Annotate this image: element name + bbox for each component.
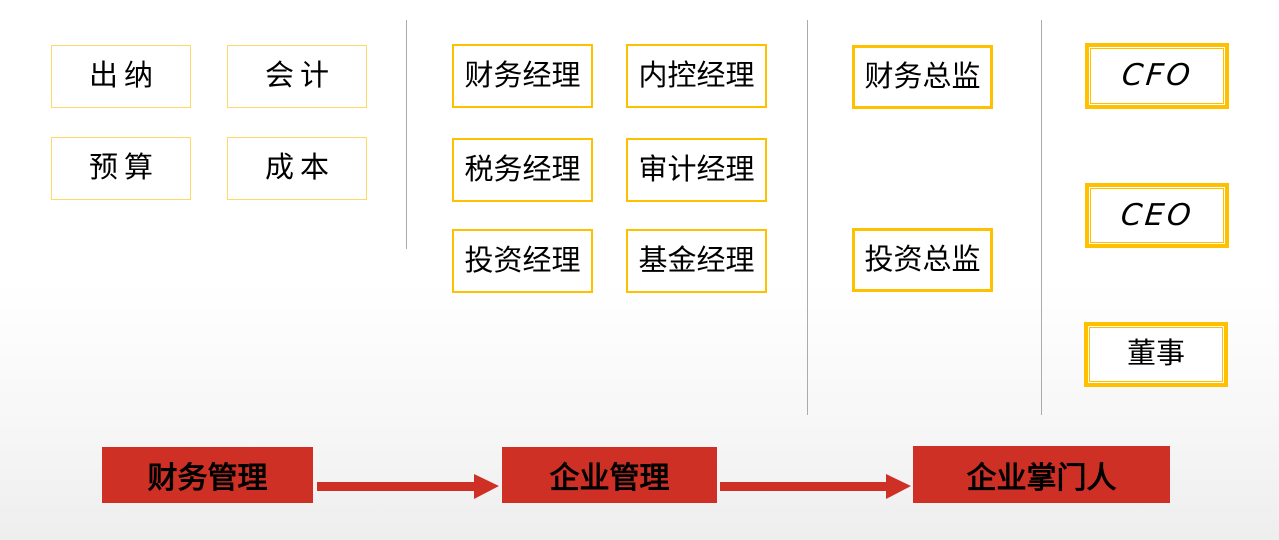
flow-stage-enterprise-management: 企业管理 <box>502 447 717 503</box>
role-box-cashier: 出纳 <box>51 45 191 108</box>
role-box-accountant: 会计 <box>227 45 367 108</box>
role-box-finance-director: 财务总监 <box>852 45 993 109</box>
flow-stage-enterprise-leader: 企业掌门人 <box>913 446 1170 503</box>
arrow-shaft <box>317 482 476 491</box>
role-box-investment-manager: 投资经理 <box>452 229 593 293</box>
role-box-board-director: 董事 <box>1084 322 1228 387</box>
role-box-fund-manager: 基金经理 <box>626 229 767 293</box>
role-label: 内控经理 <box>638 59 755 92</box>
role-box-internal-control-manager: 内控经理 <box>626 44 767 108</box>
divider-level3-left <box>807 20 808 415</box>
role-label: 董事 <box>1126 338 1185 370</box>
flow-arrow-2 <box>720 474 911 499</box>
arrow-head-icon <box>474 474 499 499</box>
flow-arrow-1 <box>317 474 499 499</box>
role-box-tax-manager: 税务经理 <box>452 138 593 202</box>
flow-stage-label: 企业掌门人 <box>966 461 1117 495</box>
role-label: 投资经理 <box>464 244 581 277</box>
role-box-audit-manager: 审计经理 <box>626 138 767 202</box>
role-box-cfo: CFO <box>1085 43 1229 109</box>
role-label: CEO <box>1118 197 1196 233</box>
divider-level1-level2 <box>406 20 407 249</box>
role-label: CFO <box>1119 58 1195 93</box>
arrow-head-icon <box>886 474 911 499</box>
arrow-shaft <box>720 482 888 491</box>
flow-stage-label: 财务管理 <box>147 462 268 495</box>
role-label: 财务经理 <box>464 59 581 92</box>
role-label: 税务经理 <box>464 153 581 186</box>
role-box-ceo: CEO <box>1085 183 1229 248</box>
divider-level3-level4 <box>1041 20 1042 415</box>
role-label: 审计经理 <box>638 153 755 186</box>
role-label: 成本 <box>264 152 335 184</box>
role-label: 会计 <box>264 60 335 92</box>
role-box-investment-director: 投资总监 <box>852 228 993 292</box>
role-label: 投资总监 <box>864 243 981 276</box>
role-label: 出纳 <box>88 60 159 92</box>
role-box-budget: 预算 <box>51 137 191 200</box>
flow-stage-financial-management: 财务管理 <box>102 447 313 503</box>
role-box-cost: 成本 <box>227 137 367 200</box>
role-label: 预算 <box>88 152 159 184</box>
role-box-finance-manager: 财务经理 <box>452 44 593 108</box>
role-label: 基金经理 <box>638 244 755 277</box>
role-label: 财务总监 <box>864 60 981 93</box>
flow-stage-label: 企业管理 <box>549 462 670 495</box>
